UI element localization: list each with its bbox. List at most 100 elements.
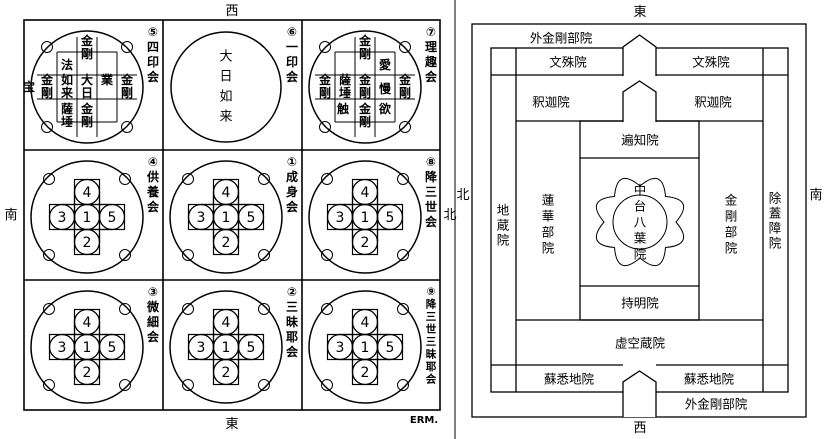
deity-name: 金 <box>318 72 332 87</box>
small-circle <box>321 303 333 315</box>
small-circle <box>399 41 411 53</box>
small-circle <box>321 173 333 185</box>
deity-name: 埵 <box>61 114 73 129</box>
small-circle <box>397 173 409 185</box>
deity-name: 如 <box>61 72 73 87</box>
assembly-label: 昧 <box>286 314 299 329</box>
hall-monju-left: 文殊院 <box>549 55 587 70</box>
assembly-label: 会 <box>286 344 299 359</box>
deity-name: 金 <box>358 101 372 116</box>
assembly-label: 印 <box>286 55 298 69</box>
buddha-number: 2 <box>361 365 370 381</box>
assembly-shiin: ⑤四印会金剛法大日如来金剛宝業金剛薩埵金剛 <box>23 25 160 144</box>
buddha-number: 4 <box>361 185 370 201</box>
hall-soshitsuji-right: 蘇悉地院 <box>684 372 735 387</box>
left-direction-left: 南 <box>4 207 17 223</box>
author-credit: ERM. <box>410 415 438 426</box>
deity-name: 来 <box>60 85 74 100</box>
deity-name: 剛 <box>359 115 371 129</box>
hall-kongo: 剛 <box>725 209 738 224</box>
eight-petal-lotus <box>595 177 685 267</box>
deity-name: 薩 <box>339 72 351 87</box>
dainichi-text: 来 <box>219 110 232 125</box>
buddha-number: 3 <box>197 210 206 226</box>
assembly-label: 世 <box>426 323 437 336</box>
assembly-label: ⑨ <box>427 286 436 298</box>
assembly-label: ① <box>287 155 297 169</box>
deity-name: 慢 <box>379 81 392 96</box>
deity-name: 業 <box>100 72 114 87</box>
small-circle <box>41 121 53 133</box>
assembly-label: 耶 <box>286 330 298 344</box>
deity-name: 剛 <box>399 86 411 100</box>
small-circle <box>319 41 331 53</box>
buddha-number: 3 <box>336 340 345 356</box>
deity-name: 法 <box>61 57 73 72</box>
buddha-disc <box>351 358 379 386</box>
hall-shaka-right: 釈迦院 <box>694 95 732 110</box>
buddha-number: 5 <box>386 340 395 356</box>
assembly-label: 会 <box>147 199 160 214</box>
hall-jogaisho: 院 <box>769 236 782 251</box>
assembly-label: 細 <box>147 314 159 329</box>
buddha-number: 4 <box>83 185 92 201</box>
small-circle <box>182 249 194 261</box>
deity-name: 宝 <box>23 79 35 94</box>
hall-monju-right: 文殊院 <box>692 55 730 70</box>
buddha-number: 4 <box>83 315 92 331</box>
assembly-label: 昧 <box>426 348 437 361</box>
hall-chudai: 台 <box>634 199 647 214</box>
small-circle <box>119 303 131 315</box>
hall-shaka-left: 釈迦院 <box>532 95 570 110</box>
kongokai-mandala: 西 東 南 北 ERM. ⑤四印会金剛法大日如来金剛宝業金剛薩埵金剛⑥一印会大日… <box>4 4 456 432</box>
assembly-disk <box>30 160 144 274</box>
hall-jogaisho: 除 <box>769 191 782 206</box>
small-circle <box>119 173 131 185</box>
hall-jizo: 院 <box>497 233 510 248</box>
hall-outer-bottom: 外金剛部院 <box>685 397 748 412</box>
buddha-number: 2 <box>83 235 92 251</box>
right-direction-bottom: 西 <box>633 421 646 436</box>
assembly-label: 身 <box>286 184 298 199</box>
assembly-label: 印 <box>147 55 159 69</box>
small-circle <box>399 121 411 133</box>
buddha-number: 1 <box>222 210 231 226</box>
hall-chudai: 中 <box>634 183 647 198</box>
hall-renge: 部 <box>542 225 555 240</box>
small-circle <box>121 41 133 53</box>
assembly-label: 会 <box>425 69 438 84</box>
assembly-label: 会 <box>286 69 299 84</box>
assembly-label: 微 <box>146 299 160 314</box>
assembly-label: 降 <box>425 169 438 184</box>
assembly-label: 三 <box>426 336 437 348</box>
small-circle <box>43 303 55 315</box>
hall-chudai: 八 <box>634 215 647 230</box>
deity-name: 剛 <box>81 47 93 61</box>
deity-name: 金 <box>120 72 134 87</box>
assembly-disk <box>308 290 422 404</box>
buddha-number: 1 <box>361 210 370 226</box>
small-circle <box>397 249 409 261</box>
hall-kongo: 部 <box>725 225 738 240</box>
small-circle <box>182 379 194 391</box>
buddha-number: 2 <box>222 365 231 381</box>
buddha-disc <box>73 358 101 386</box>
assembly-label: 理 <box>425 40 437 54</box>
buddha-number: 3 <box>336 210 345 226</box>
hall-chudai: 葉 <box>634 231 647 246</box>
buddha-number: 1 <box>222 340 231 356</box>
deity-name: 金 <box>358 33 372 48</box>
deity-name: 剛 <box>41 86 53 100</box>
buddha-number: 4 <box>222 315 231 331</box>
assembly-label: 会 <box>147 329 160 344</box>
small-circle <box>321 379 333 391</box>
small-circle <box>43 173 55 185</box>
small-circle <box>121 121 133 133</box>
buddha-disc <box>351 228 379 256</box>
assembly-label: 成 <box>286 169 298 184</box>
assembly-label: ⑤ <box>148 25 158 39</box>
assembly-disk <box>30 290 144 404</box>
